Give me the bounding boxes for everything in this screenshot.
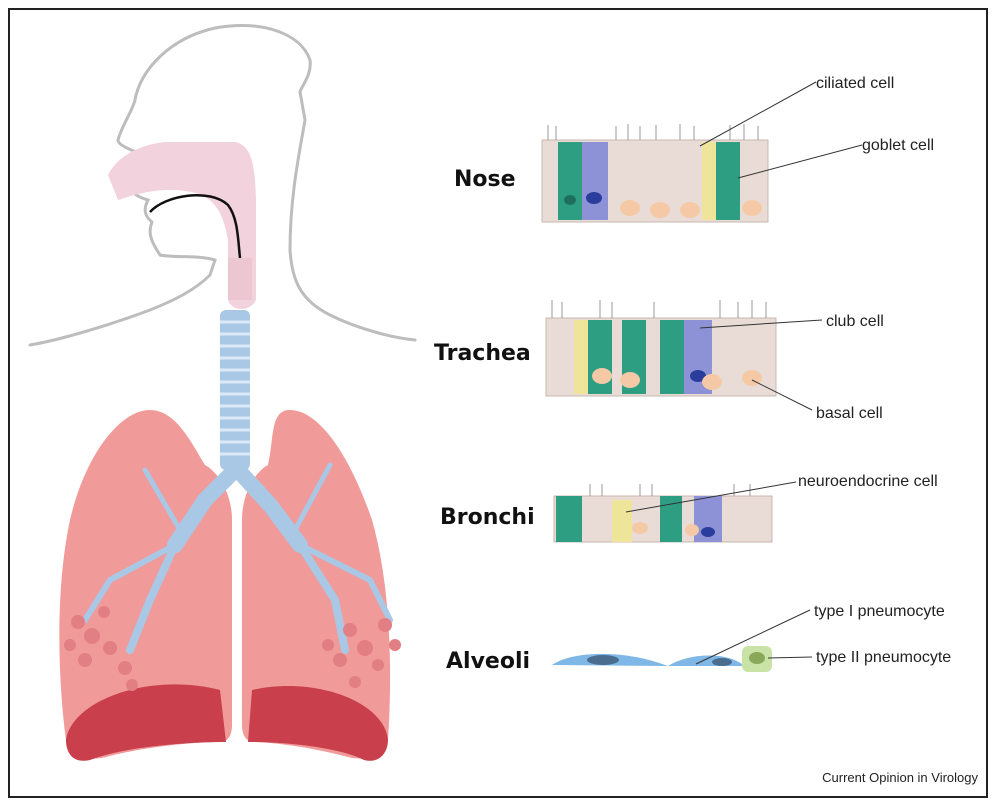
region-label-alveoli: Alveoli	[446, 649, 530, 674]
label-goblet-cell: goblet cell	[862, 137, 934, 154]
right-lung	[242, 409, 391, 759]
bronchi-epithelium	[553, 484, 773, 543]
label-type1-pneumocyte: type I pneumocyte	[814, 603, 945, 620]
alveoli-clusters	[64, 606, 401, 691]
leader-lines	[625, 81, 863, 665]
region-label-nose: Nose	[454, 167, 516, 192]
figure-frame	[8, 8, 988, 798]
nasal-cavity	[108, 142, 256, 309]
bronchial-tree	[82, 462, 393, 654]
palate-line	[149, 193, 242, 259]
pharynx	[228, 258, 252, 300]
head-outline	[28, 24, 417, 347]
right-lung-base	[248, 685, 388, 761]
source-credit: Current Opinion in Virology	[822, 770, 978, 785]
label-neuroendocrine-cell: neuroendocrine cell	[798, 473, 938, 490]
label-club-cell: club cell	[826, 313, 884, 330]
region-label-trachea: Trachea	[434, 341, 531, 366]
trachea-tube	[220, 310, 250, 470]
label-ciliated-cell: ciliated cell	[816, 75, 894, 92]
alveoli-epithelium	[552, 646, 772, 672]
label-basal-cell: basal cell	[816, 405, 883, 422]
label-type2-pneumocyte: type II pneumocyte	[816, 649, 951, 666]
left-lung	[59, 410, 232, 759]
left-lung-base	[66, 684, 226, 761]
nose-epithelium	[541, 124, 769, 223]
trachea-epithelium	[545, 300, 777, 397]
region-label-bronchi: Bronchi	[440, 505, 535, 530]
